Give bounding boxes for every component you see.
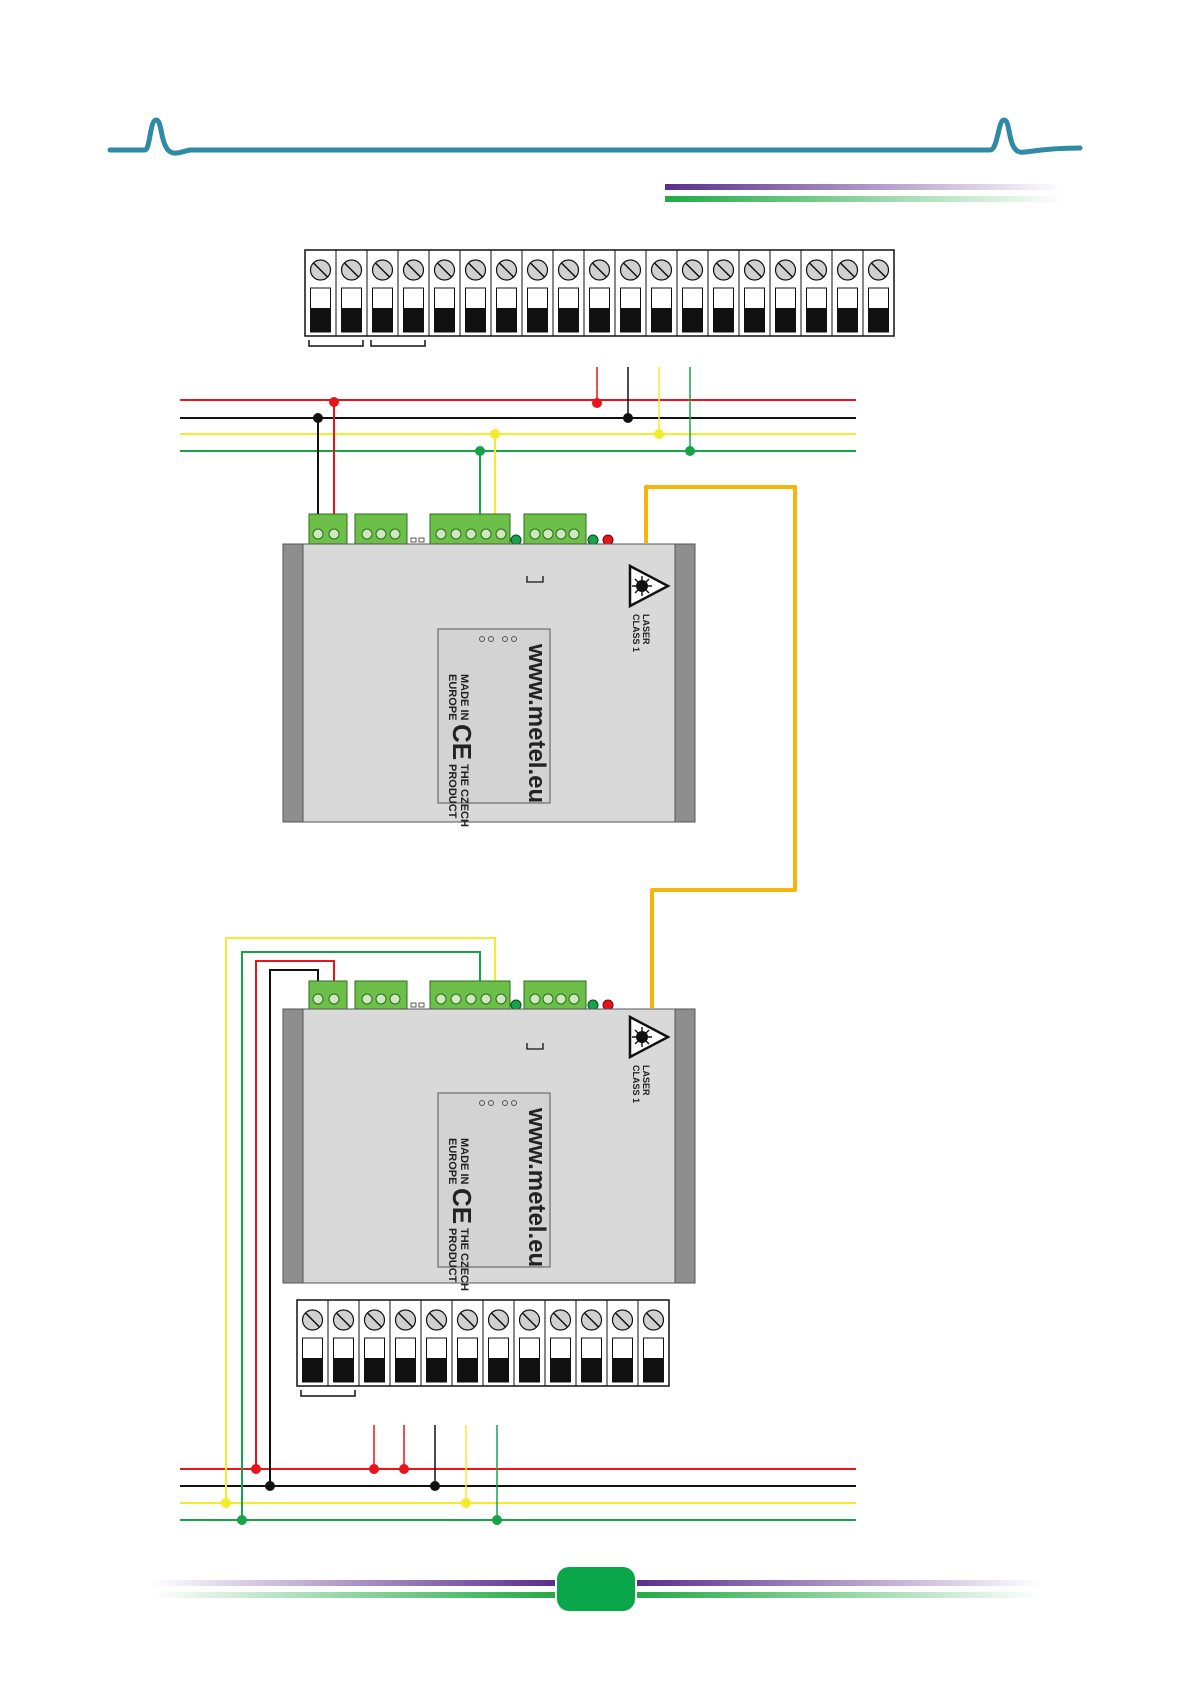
terminal-drops-upper — [592, 367, 695, 456]
power-wires-module-1 — [313, 397, 500, 522]
header-green-bar — [665, 196, 1065, 202]
label-plate-m1: www.metel.eu MADE IN EUROPE CE THE CZECH… — [438, 629, 550, 830]
rail-right-m2 — [675, 1009, 695, 1283]
url-label-m2: www.metel.eu — [523, 1107, 550, 1267]
screw-terminal-icon — [303, 1310, 323, 1382]
footer-green-bar-right — [637, 1592, 1042, 1598]
connector-aux-m1 — [524, 514, 586, 544]
rail-left-m1 — [283, 544, 303, 822]
laser-class-label-m1: LASER CLASS 1 — [631, 614, 651, 652]
czech-product-label-m2: THE CZECH PRODUCT — [446, 1228, 470, 1294]
footer-purple-bar-right — [637, 1580, 1042, 1586]
made-in-label-m2: MADE IN EUROPE — [446, 1138, 470, 1188]
junction-black-m1 — [313, 413, 323, 423]
junction-yellow — [654, 429, 664, 439]
connector-bus-m2 — [355, 981, 407, 1009]
module-1: LASER CLASS 1 www.metel.eu MADE IN EUROP… — [283, 514, 695, 830]
terminal-drops-lower — [369, 1425, 502, 1525]
header-pulse-line — [110, 120, 1080, 153]
made-in-label-m1: MADE IN EUROPE — [446, 674, 470, 724]
url-label-m1: www.metel.eu — [523, 643, 550, 803]
connector-aux-m2 — [524, 981, 586, 1009]
rail-right-m1 — [675, 544, 695, 822]
terminal-group-bracket — [309, 340, 363, 346]
ce-mark-icon: CE — [447, 724, 477, 760]
junction-yellow-m1 — [490, 429, 500, 439]
connector-io-m2 — [430, 981, 510, 1009]
junction-green-m2 — [237, 1515, 247, 1525]
label-plate-m2: www.metel.eu MADE IN EUROPE CE THE CZECH… — [438, 1093, 550, 1294]
connector-power-m2 — [309, 981, 347, 1009]
bus-lines-lower — [180, 1469, 856, 1520]
page-number-badge — [557, 1567, 635, 1611]
rail-left-m2 — [283, 1009, 303, 1283]
junction-yellow-m2 — [221, 1498, 231, 1508]
screw-terminal-icon — [311, 260, 331, 332]
junction-black-m2 — [265, 1481, 275, 1491]
terminal-group-bracket — [371, 340, 425, 346]
terminal-block-bottom — [297, 1300, 669, 1396]
junction-red-m1 — [329, 397, 339, 407]
footer-green-bar-left — [150, 1592, 555, 1598]
terminal-block-top — [305, 250, 894, 346]
junction-green — [685, 446, 695, 456]
connector-power-m1 — [309, 514, 347, 544]
header-purple-bar — [665, 184, 1065, 190]
bus-lines-upper — [180, 400, 856, 451]
junction-green-m1 — [475, 446, 485, 456]
module-2: LASER CLASS 1 www.metel.eu MADE IN EUROP… — [283, 981, 695, 1294]
connector-io-m1 — [430, 514, 510, 544]
junction-red — [592, 398, 602, 408]
ce-mark-icon: CE — [447, 1188, 477, 1224]
laser-class-label-m2: LASER CLASS 1 — [631, 1065, 651, 1103]
footer-purple-bar-left — [150, 1580, 555, 1586]
junction-red-m2 — [251, 1464, 261, 1474]
terminal-group-bracket — [301, 1390, 355, 1396]
junction-black — [623, 413, 633, 423]
connector-bus-m1 — [355, 514, 407, 544]
